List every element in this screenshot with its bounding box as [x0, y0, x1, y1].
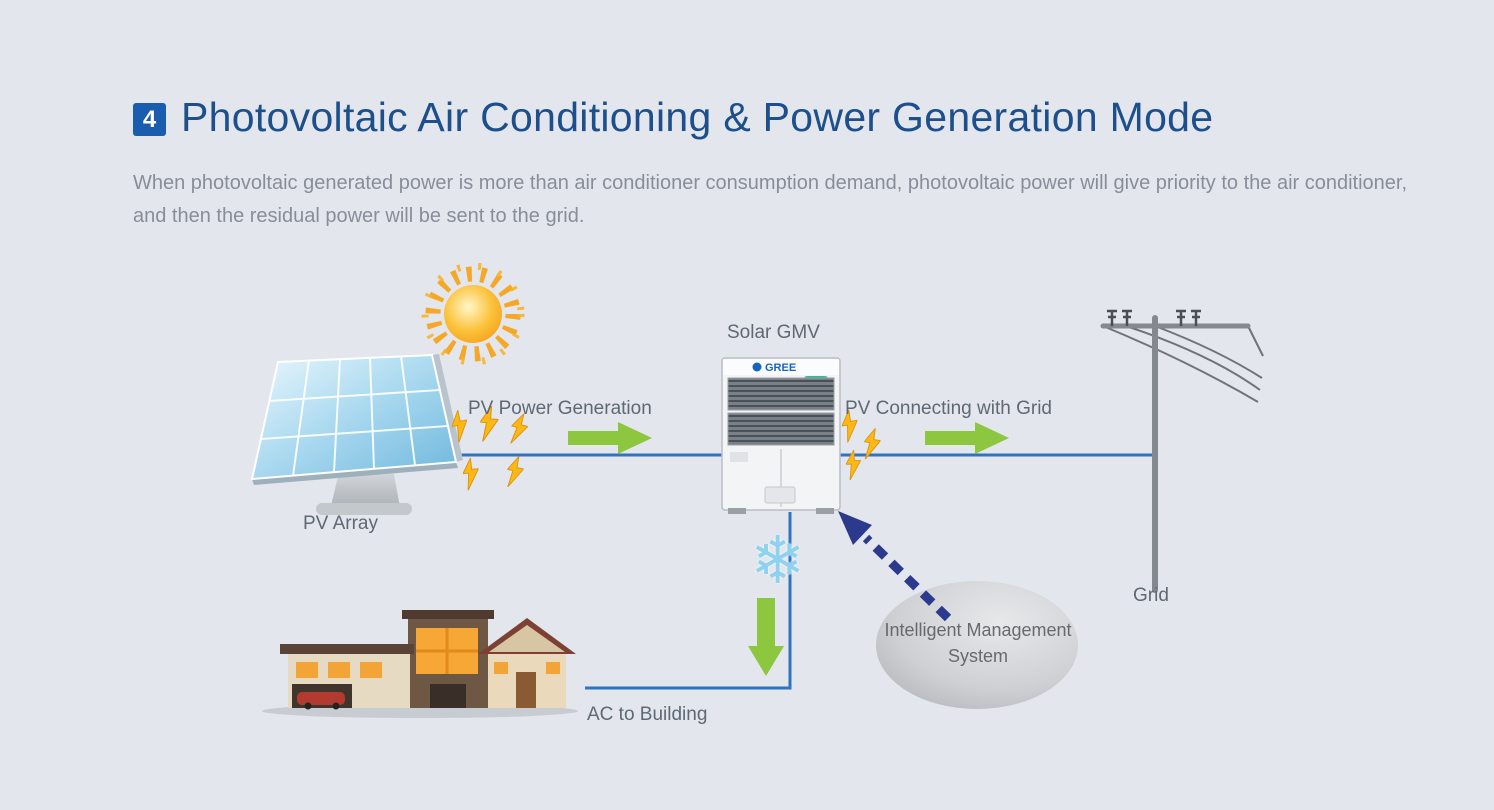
- page-title: Photovoltaic Air Conditioning & Power Ge…: [181, 94, 1214, 140]
- ac-outdoor-unit-illustration: GREE: [721, 357, 841, 514]
- flow-arrows: [568, 422, 1009, 676]
- snowflake-icon: ❄: [750, 523, 806, 597]
- power-pole-illustration: [1100, 309, 1264, 593]
- arrow-pv-power-generation: [568, 422, 652, 454]
- solar-panel-illustration: [250, 353, 463, 515]
- ac-brand-logo: GREE: [765, 362, 796, 374]
- control-signal-arrow: [838, 511, 952, 622]
- label-solar-gmv: Solar GMV: [727, 322, 820, 343]
- label-pv-power-generation: PV Power Generation: [468, 398, 652, 419]
- arrow-pv-to-grid: [925, 422, 1009, 454]
- sun-icon: [421, 262, 525, 366]
- page-description: When photovoltaic generated power is mor…: [133, 172, 1408, 227]
- label-grid: Grid: [1133, 585, 1169, 606]
- label-pv-connecting-with-grid: PV Connecting with Grid: [845, 398, 1052, 419]
- label-ac-to-building: AC to Building: [587, 704, 708, 725]
- intelligent-management-system-bubble: [876, 581, 1078, 709]
- arrow-ac-to-building: [748, 598, 784, 676]
- label-intelligent-management-system: Intelligent Management System: [884, 620, 1072, 666]
- house-illustration: [262, 610, 578, 718]
- label-pv-array: PV Array: [303, 513, 378, 534]
- section-number-badge: 4: [133, 103, 166, 136]
